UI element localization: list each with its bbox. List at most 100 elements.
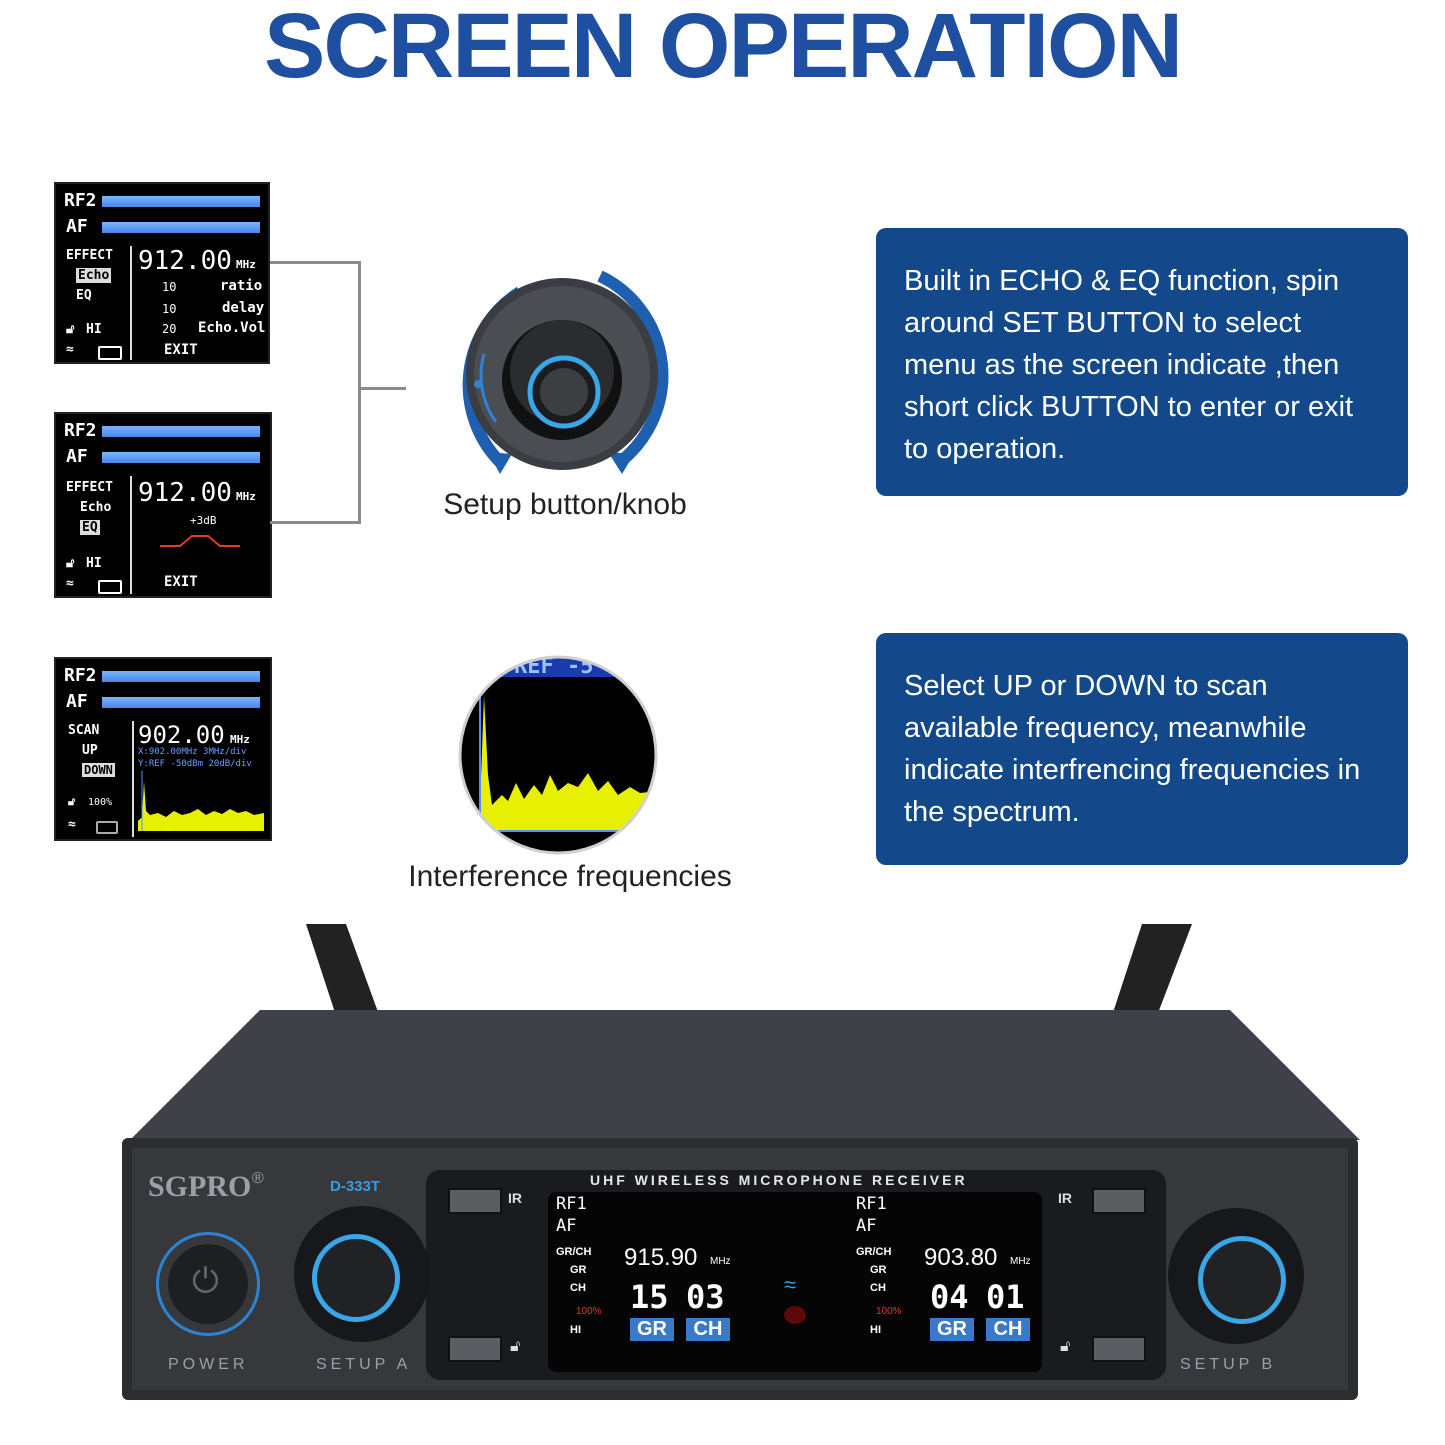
menu-title: SCAN [68, 723, 100, 738]
af-level-bar [102, 222, 260, 233]
ir-button-a[interactable] [448, 1188, 502, 1214]
setup-a-label: SETUP A [316, 1356, 412, 1373]
status-hi: HI [870, 1324, 881, 1336]
wifi-icon: ≈ [66, 576, 74, 591]
divider [132, 721, 134, 837]
af-label: AF [856, 1216, 877, 1236]
unlock-icon: 🔓︎ [1060, 1338, 1071, 1355]
wifi-icon: ≈ [68, 817, 76, 832]
battery-level: 100% [576, 1306, 602, 1317]
brand-logo: SGPRO [148, 1170, 252, 1203]
ch-badge: CH [686, 1318, 730, 1341]
param-num: 10 [162, 302, 177, 316]
unlock-icon: 🔓︎ [66, 556, 75, 571]
battery-icon [98, 346, 122, 360]
power-button[interactable]: ⏻ [168, 1244, 248, 1324]
unlock-icon: 🔓︎ [66, 322, 75, 337]
scan-y-scale: Y:REF -50dBm 20dB/div [138, 759, 252, 769]
exit-label: EXIT [164, 342, 198, 358]
menu-item-up: UP [82, 743, 98, 758]
menu-item-down: DOWN [82, 763, 115, 777]
lock-button-b[interactable] [1092, 1336, 1146, 1362]
af-label: AF [66, 446, 88, 467]
rf-level-bar [102, 426, 260, 437]
menu-title: GR/CH [856, 1246, 892, 1258]
af-label: AF [66, 691, 88, 712]
menu-item: CH [870, 1282, 886, 1294]
exit-label: EXIT [164, 574, 198, 590]
divider [130, 246, 132, 360]
brand-registered-mark: ® [252, 1170, 264, 1187]
rf-label: RF1 [556, 1194, 587, 1214]
lock-button-a[interactable] [448, 1336, 502, 1362]
group-number: 04 [930, 1278, 969, 1316]
menu-title: GR/CH [556, 1246, 592, 1258]
divider [130, 476, 132, 594]
info-box-echo-eq: Built in ECHO & EQ function, spin around… [876, 228, 1408, 496]
frequency: 902.00 [138, 721, 225, 749]
page-title: SCREEN OPERATION [263, 0, 1183, 97]
eq-gain: +3dB [190, 514, 217, 527]
frequency-unit: MHz [230, 733, 250, 746]
ir-button-b[interactable] [1092, 1188, 1146, 1214]
af-label: AF [556, 1216, 577, 1236]
ir-label-b: IR [1058, 1190, 1072, 1206]
unlock-icon: 🔓︎ [510, 1338, 521, 1355]
scan-x-scale: X:902.00MHz 3MHz/div [138, 747, 247, 757]
menu-item-echo: Echo [76, 268, 112, 283]
rf-label: RF2 [64, 420, 97, 441]
af-label: AF [66, 216, 88, 237]
receiver-header: UHF WIRELESS MICROPHONE RECEIVER [590, 1172, 968, 1188]
unlock-icon: 🔓︎ [68, 795, 76, 808]
param-label: Echo.Vol [198, 320, 266, 336]
frequency: 912.00 [138, 246, 232, 276]
lcd-screen-effect-eq: RF2 AF EFFECT Echo EQ 912.00 MHz +3dB 🔓︎… [54, 412, 272, 598]
frequency-unit: MHz [236, 258, 256, 271]
menu-title: EFFECT [66, 480, 113, 495]
rf-label: RF2 [64, 190, 97, 211]
battery-icon [96, 821, 118, 834]
frequency: 903.80 [924, 1244, 998, 1271]
menu-item-eq: EQ [80, 520, 100, 535]
group-number: 15 [630, 1278, 669, 1316]
rf-label: RF1 [856, 1194, 887, 1214]
rf-label: RF2 [64, 665, 97, 686]
model-label: D-333T [330, 1178, 381, 1195]
eq-curve [160, 535, 240, 547]
status-hi: HI [86, 322, 102, 337]
wifi-icon: ≈ [66, 342, 74, 357]
antenna-left [306, 924, 386, 1034]
battery-icon [98, 580, 122, 594]
menu-title: EFFECT [66, 248, 113, 263]
frequency: 915.90 [624, 1244, 698, 1271]
gr-badge: GR [630, 1318, 674, 1341]
param-num: 10 [162, 280, 177, 294]
menu-item-echo: Echo [80, 500, 112, 515]
setup-a-knob[interactable] [294, 1206, 430, 1342]
setup-b-knob[interactable] [1168, 1208, 1304, 1344]
gr-badge: GR [930, 1318, 974, 1341]
receiver-front-panel: SGPRO ® D-333T UHF WIRELESS MICROPHONE R… [120, 1010, 1360, 1400]
ir-sensor [784, 1306, 806, 1324]
lcd-screen-effect-echo: RF2 AF EFFECT Echo EQ 912.00 MHz 10 rati… [54, 182, 270, 364]
ch-badge: CH [986, 1318, 1030, 1341]
frequency: 912.00 [138, 478, 232, 508]
mini-spectrum [138, 771, 264, 831]
ir-label-a: IR [508, 1190, 522, 1206]
antenna-right [1106, 924, 1192, 1034]
spectrum-illustration: REF -5 [458, 655, 658, 855]
af-level-bar [102, 697, 260, 708]
frequency-unit: MHz [1010, 1256, 1031, 1267]
receiver-body [122, 1010, 1360, 1400]
power-ring [156, 1232, 260, 1336]
af-level-bar [102, 452, 260, 463]
knob-caption: Setup button/knob [443, 488, 687, 521]
volume-level: 100% [88, 797, 113, 808]
knob-illustration [462, 270, 669, 474]
param-label: ratio [220, 278, 263, 294]
param-num: 20 [162, 322, 177, 336]
connector-line [358, 387, 406, 390]
lcd-screen-scan: RF2 AF SCAN UP DOWN 902.00 MHz X:902.00M… [54, 657, 272, 841]
frequency-unit: MHz [236, 490, 256, 503]
power-label: POWER [168, 1356, 249, 1373]
